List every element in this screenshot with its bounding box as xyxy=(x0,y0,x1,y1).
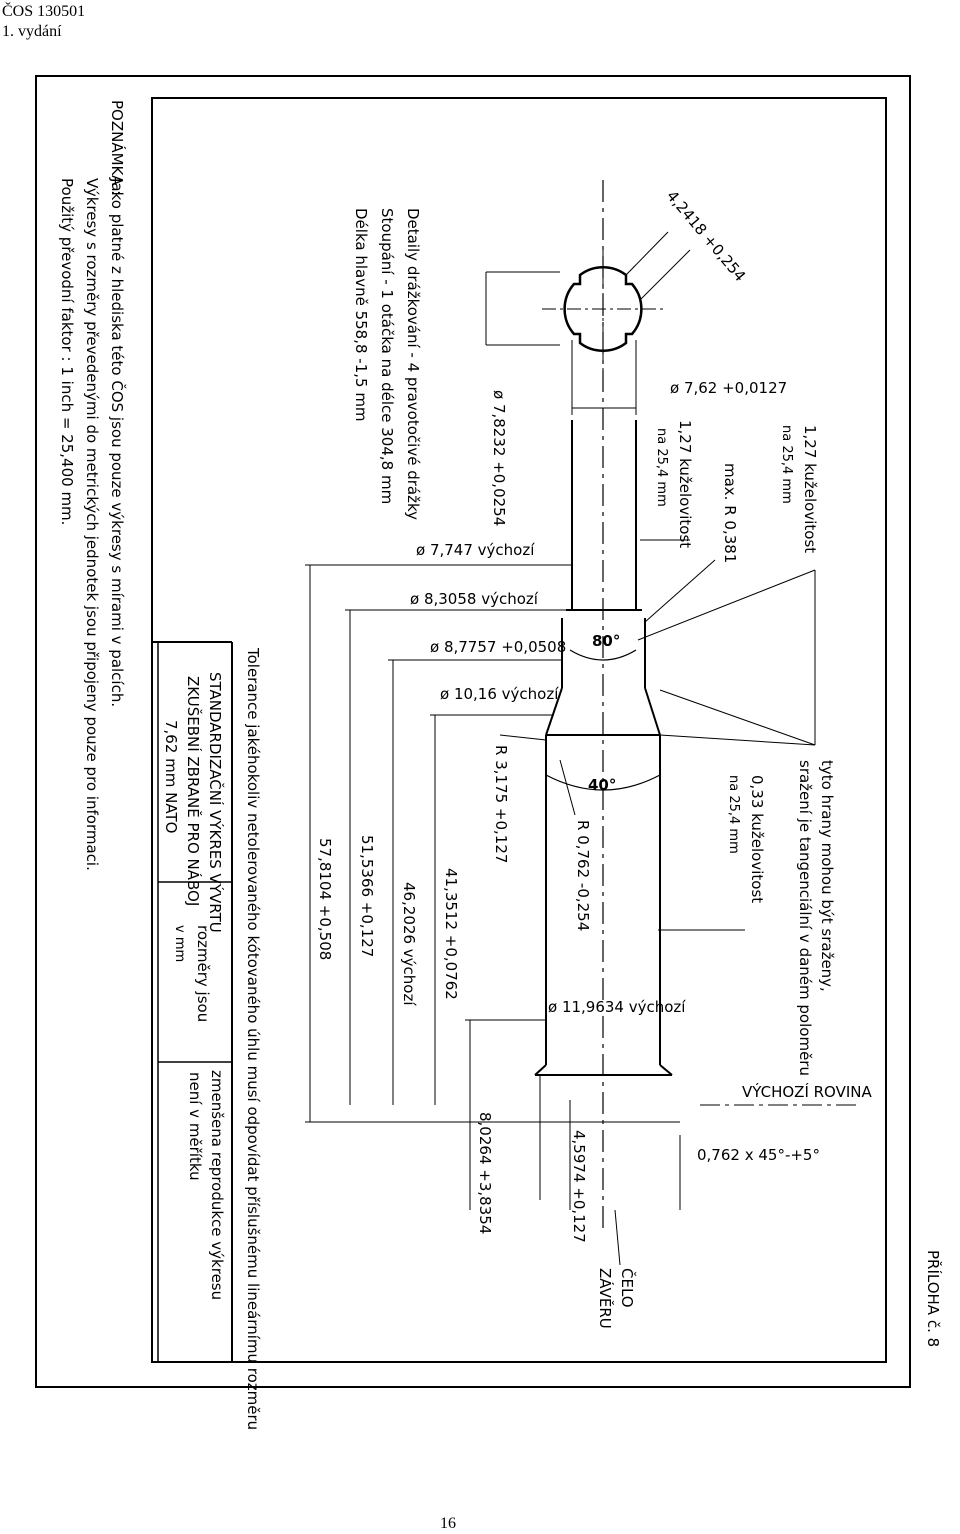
taper-1-text: 1,27 kuželovitost xyxy=(676,420,694,548)
taper-3-unit: na 25,4 mm xyxy=(726,775,741,854)
rifling-line-2: Stoupání - 1 otáčka na délce 304,8 mm xyxy=(378,208,396,504)
chamfer-dimension: 0,762 x 45°-+5° xyxy=(697,1146,820,1164)
note-line-2: Výkresy s rozměry převedenými do metrick… xyxy=(83,178,101,871)
rifling-line-1: Detaily drážkování - 4 pravotočivé drážk… xyxy=(404,208,422,520)
groove-diameter-dimension: ø 7,8232 +0,0254 xyxy=(490,390,508,526)
scale-note-line-2: není v měřítku xyxy=(186,1072,204,1181)
drawing-annotations: POZNÁMKA : Jako platné z hlediska této Č… xyxy=(58,100,943,1430)
note-line-1: Jako platné z hlediska této ČOS jsou pou… xyxy=(108,177,127,707)
taper-1-unit: na 25,4 mm xyxy=(654,428,669,507)
angle-40-label: 40° xyxy=(588,776,616,794)
document-edition: 1. vydání xyxy=(2,23,62,40)
drawing-sheet-border xyxy=(35,75,911,1388)
diameter-87757-dimension: ø 8,7757 +0,0508 xyxy=(430,638,566,656)
max-radius-text: max. R 0,381 xyxy=(721,463,739,563)
length-46-dimension: 46,2026 výchozí xyxy=(400,882,418,1006)
note-line-3: Použitý převodní faktor : 1 inch = 25,40… xyxy=(58,178,76,525)
taper-3-text: 0,33 kuželovitost xyxy=(748,775,766,903)
dimension-lines xyxy=(305,539,860,1266)
title-line-3: 7,62 mm NATO xyxy=(162,720,180,833)
length-57-dimension: 57,8104 +0,508 xyxy=(316,838,334,960)
bolt-face-label-1: ČELO xyxy=(618,1268,637,1308)
bore-diameter-dimension: ø 7,62 +0,0127 xyxy=(670,379,787,397)
tolerance-note: Tolerance jakéhokoliv netolerovaného kót… xyxy=(244,647,262,1430)
groove-width-dimension: 4,2418 +0,254 xyxy=(663,187,749,285)
radius-0762-dimension: R 0,762 -0,254 xyxy=(574,820,592,931)
diameter-7747-dimension: ø 7,747 výchozí xyxy=(416,541,535,559)
units-line-2: v mm xyxy=(172,925,187,962)
note-label: POZNÁMKA : xyxy=(108,100,127,195)
title-block xyxy=(152,641,233,1362)
page-number: 16 xyxy=(440,1515,456,1532)
length-4-dimension: 4,5974 +0,127 xyxy=(570,1130,588,1243)
angle-80-label: 80° xyxy=(592,632,620,650)
diameter-83058-dimension: ø 8,3058 výchozí xyxy=(410,590,539,608)
taper-2-unit: na 25,4 mm xyxy=(779,425,794,504)
rifling-line-3: Délka hlavně 558,8 -1,5 mm xyxy=(352,208,370,422)
taper-2-text: 1,27 kuželovitost xyxy=(801,425,819,553)
diameter-1016-dimension: ø 10,16 výchozí xyxy=(440,685,559,703)
bolt-face-label-2: ZÁVĚRU xyxy=(596,1268,615,1329)
length-51-dimension: 51,5366 +0,127 xyxy=(358,835,376,957)
chamber-profile xyxy=(534,420,673,1076)
edges-note-line-2: sražení je tangenciální v daném poloměru xyxy=(796,760,814,1076)
reference-plane-label: VÝCHOZÍ ROVINA xyxy=(742,1082,873,1101)
document-standard: ČOS 130501 xyxy=(2,3,86,20)
scale-note-line-1: zmenšena reprodukce výkresu xyxy=(208,1070,226,1300)
title-line-1: STANDARDIZAČNÍ VÝKRES VÝVRTU xyxy=(206,672,225,933)
edges-note-line-1: tyto hrany mohou být sraženy, xyxy=(818,760,836,992)
length-41-dimension: 41,3512 +0,0762 xyxy=(442,868,460,1000)
rifling-cross-section xyxy=(485,231,691,415)
units-line-1: rozměry jsou xyxy=(194,925,212,1022)
inner-frame xyxy=(151,97,887,1363)
length-8-dimension: 8,0264 +3,8354 xyxy=(476,1112,494,1234)
diameter-119634-dimension: ø 11,9634 výchozí xyxy=(548,998,686,1016)
radius-3175-dimension: R 3,175 +0,127 xyxy=(492,745,510,863)
appendix-label: PŘÍLOHA č. 8 xyxy=(924,1250,943,1347)
title-line-2: ZKUŠEBNÍ ZBRANĚ PRO NÁBOJ xyxy=(184,676,203,906)
